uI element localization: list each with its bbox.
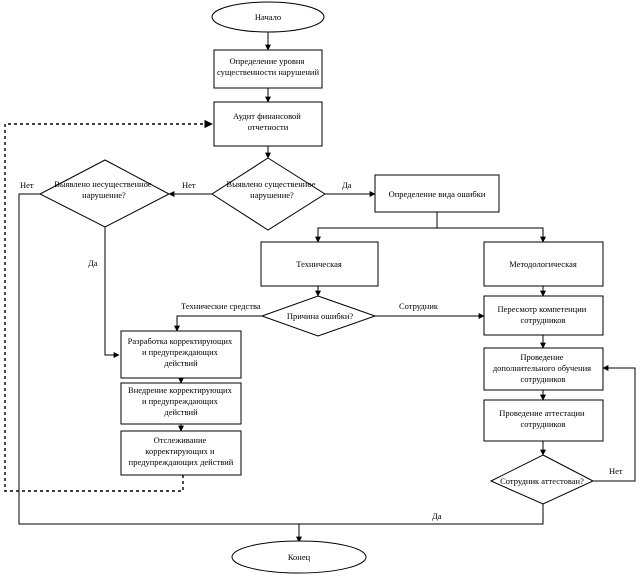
- audit-label: Аудит финансовой отчетности: [233, 111, 303, 132]
- edge-errortype-technical: [315, 212, 438, 243]
- implement-line-2: и предупреждающих: [142, 396, 219, 406]
- label-certified-yes: Да: [432, 511, 442, 521]
- develop-line-3: действий: [164, 358, 198, 368]
- nonmaterial-q-line-1: Выявлено несущественное: [54, 179, 152, 189]
- training-box: [483, 347, 604, 391]
- certification-box: [483, 399, 604, 442]
- materiality-line-1: Определение уровня: [229, 56, 304, 66]
- edge-monitor-loop-audit: [4, 119, 213, 492]
- review-line-1: Пересмотр компетенции: [498, 304, 587, 314]
- label-nonmaterial-yes: Да: [88, 258, 98, 268]
- implement-line-3: действий: [164, 407, 198, 417]
- monitor-box: [120, 430, 242, 476]
- cause-decision: [260, 295, 377, 337]
- develop-line-2: и предупреждающих: [142, 347, 219, 357]
- label-cause-technical: Технические средства: [181, 301, 261, 311]
- training-line-3: сотрудников: [521, 374, 566, 384]
- implement-box: [120, 382, 242, 425]
- audit-line-1: Аудит финансовой: [233, 111, 301, 121]
- material-q-line-2: нарушение?: [250, 190, 294, 200]
- review-box: [483, 295, 604, 336]
- materiality-line-2: существенности нарушений: [217, 67, 320, 77]
- nonmaterial-decision-label: Выявлено несущественное нарушение?: [54, 179, 154, 200]
- monitor-line-1: Отслеживание: [154, 435, 207, 445]
- review-line-2: сотрудников: [521, 315, 566, 325]
- edges: [4, 32, 636, 543]
- materiality-label: Определение уровня существенности наруше…: [217, 56, 320, 77]
- monitor-label: Отслеживание корректирующих и предупрежд…: [129, 435, 234, 467]
- edge-errortype-methodological: [437, 227, 546, 243]
- monitor-line-2: корректирующих и: [145, 446, 215, 456]
- monitor-line-3: предупреждающих действий: [129, 457, 234, 467]
- nonmaterial-q-line-2: нарушение?: [82, 190, 126, 200]
- edge-cause-technical: [174, 315, 262, 332]
- start-label: Начало: [255, 12, 281, 22]
- edge-certified-no: [593, 365, 636, 482]
- technical-box: [260, 241, 379, 287]
- edge-labels: Да Нет Нет Да Технические средства Сотру…: [20, 180, 623, 521]
- nodes: Начало Определение уровня существенности…: [38, 1, 604, 574]
- certified-decision-label: Сотрудник аттестован?: [500, 476, 584, 486]
- develop-line-1: Разработка корректирующих: [128, 336, 233, 346]
- material-q-line-1: Выявлено существенное: [226, 179, 315, 189]
- audit-line-2: отчетности: [248, 122, 289, 132]
- audit-box: [213, 101, 323, 147]
- label-material-no: Нет: [182, 180, 196, 190]
- label-nonmaterial-no: Нет: [20, 180, 34, 190]
- methodological-box: [483, 241, 604, 287]
- error-type-box: [374, 174, 500, 213]
- start-node: [211, 1, 325, 33]
- certification-line-1: Проведение аттестации: [499, 408, 585, 418]
- label-certified-no: Нет: [609, 466, 623, 476]
- certification-line-2: сотрудников: [521, 419, 566, 429]
- label-cause-employee: Сотрудник: [399, 301, 439, 311]
- edge-certified-yes: [18, 193, 544, 525]
- implement-label: Внедрение корректирующих и предупреждающ…: [128, 385, 234, 417]
- material-decision-label: Выявлено существенное нарушение?: [226, 179, 317, 200]
- training-line-1: Проведение: [520, 352, 563, 362]
- material-decision: [211, 157, 326, 231]
- develop-box: [120, 330, 242, 379]
- end-node: [231, 540, 367, 574]
- training-line-2: дополнительного обучения: [493, 363, 591, 373]
- methodological-label: Методологическая: [509, 259, 577, 269]
- end-label: Конец: [288, 552, 311, 562]
- certified-decision: [489, 454, 595, 505]
- training-label: Проведение дополнительного обучения сотр…: [493, 352, 593, 384]
- error-type-label: Определение вида ошибки: [389, 189, 486, 199]
- certification-label: Проведение аттестации сотрудников: [499, 408, 586, 429]
- label-material-yes: Да: [342, 180, 352, 190]
- cause-decision-label: Причина ошибки?: [287, 311, 354, 321]
- develop-label: Разработка корректирующих и предупреждаю…: [128, 336, 235, 368]
- edge-nonmaterial-yes: [104, 227, 120, 358]
- review-label: Пересмотр компетенции сотрудников: [498, 304, 589, 325]
- technical-label: Техническая: [296, 259, 342, 269]
- nonmaterial-decision: [38, 159, 171, 228]
- materiality-box: [213, 49, 323, 89]
- implement-line-1: Внедрение корректирующих: [128, 385, 233, 395]
